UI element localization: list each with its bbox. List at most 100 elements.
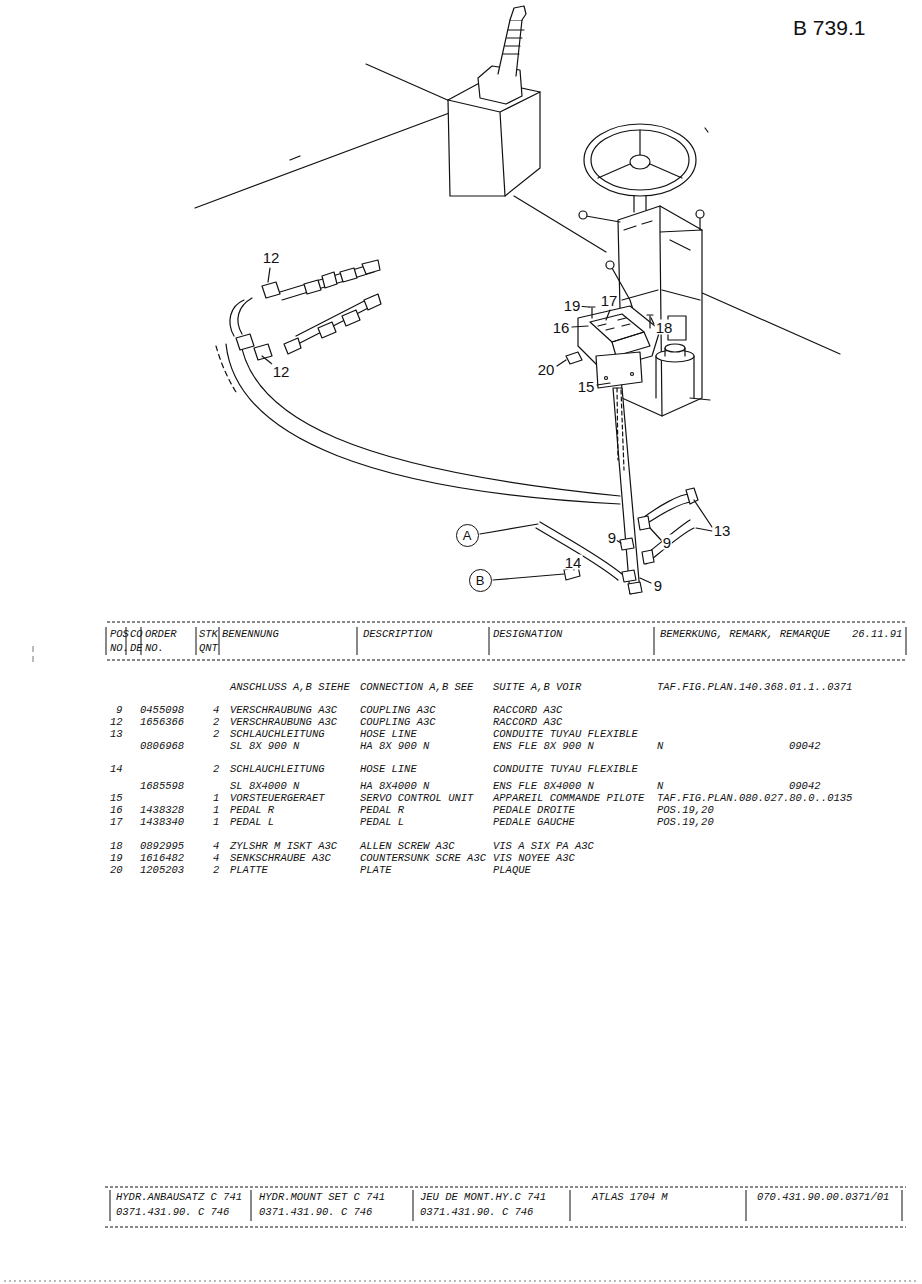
callout-number: 14 xyxy=(564,555,583,570)
table-cell: 0806968 xyxy=(140,741,184,752)
callout-number: 19 xyxy=(563,298,582,313)
table-cell: ZYLSHR M ISKT A3C xyxy=(230,841,337,852)
valve-tube xyxy=(613,388,640,594)
cylinder-rod xyxy=(665,344,685,352)
footer-cell: 0371.431.90. C 746 xyxy=(116,1207,229,1218)
table-cell: VIS A SIX PA A3C xyxy=(493,841,594,852)
page-edge-rule xyxy=(4,1281,918,1282)
table-cell: CONNECTION A,B SEE xyxy=(360,682,473,693)
footer-cell: HYDR.MOUNT SET C 741 xyxy=(259,1192,385,1203)
page-number: B 739.1 xyxy=(793,17,865,38)
table-cell: 4 xyxy=(213,853,219,864)
fitting xyxy=(322,272,337,288)
fitting xyxy=(622,570,636,582)
footer-rule xyxy=(105,1227,906,1228)
fitting xyxy=(304,280,321,294)
servo-control-unit xyxy=(596,352,642,388)
fitting xyxy=(620,538,634,550)
callout-number: 16 xyxy=(552,320,571,335)
table-cell: VERSCHRAUBUNG A3C xyxy=(230,705,337,716)
wheel-spokes xyxy=(598,130,682,178)
table-header: DESCRIPTION xyxy=(363,629,432,640)
table-cell: 2 xyxy=(213,717,219,728)
frame-line xyxy=(700,292,840,354)
table-cell: RACCORD A3C xyxy=(493,717,562,728)
fitting xyxy=(638,516,650,530)
table-cell: CONDUITE TUYAU FLEXIBLE xyxy=(493,729,638,740)
table-cell: HA 8X 900 N xyxy=(360,741,429,752)
frame-line xyxy=(690,398,710,400)
leader-line xyxy=(268,268,270,282)
table-cell: PEDAL R xyxy=(360,805,404,816)
table-cell: PEDAL R xyxy=(230,805,274,816)
table-cell: 09042 xyxy=(789,741,821,752)
table-cell: SERVO CONTROL UNIT xyxy=(360,793,473,804)
table-header: CO xyxy=(130,629,143,640)
screw xyxy=(589,307,595,318)
console-edge xyxy=(448,92,540,196)
connection-letter: B xyxy=(476,574,485,587)
frame-line xyxy=(705,128,708,132)
table-cell: VIS NOYEE A3C xyxy=(493,853,575,864)
table-cell: RACCORD A3C xyxy=(493,705,562,716)
margin-mark xyxy=(33,646,34,662)
leader-line xyxy=(606,310,610,320)
table-cell: 13 xyxy=(110,729,123,740)
body-edge xyxy=(290,156,300,160)
hose xyxy=(536,528,618,580)
table-cell: PLATTE xyxy=(230,865,268,876)
table-cell: ENS FLE 8X4000 N xyxy=(493,781,594,792)
footer-cell: 070.431.90.00.0371/01 xyxy=(757,1192,889,1203)
plate xyxy=(566,352,582,364)
table-cell: 1685598 xyxy=(140,781,184,792)
wheel-hub xyxy=(630,155,650,169)
hidden-line xyxy=(617,388,624,470)
footer-rule xyxy=(105,1187,906,1188)
hose-line xyxy=(296,296,376,344)
fitting xyxy=(236,334,254,350)
footer-cell: 0371.431.90. C 746 xyxy=(420,1207,533,1218)
cylinder-rod xyxy=(665,348,685,356)
table-cell: N xyxy=(657,741,663,752)
callout-number: 17 xyxy=(600,293,619,308)
table-cell: ALLEN SCREW A3C xyxy=(360,841,455,852)
body-edge xyxy=(366,64,452,102)
lever-knob xyxy=(696,210,704,218)
fitting xyxy=(262,282,280,298)
table-cell: PLATE xyxy=(360,865,392,876)
joystick-grip xyxy=(498,20,522,76)
callout-number: 15 xyxy=(577,379,596,394)
grip-top xyxy=(510,6,526,20)
table-rule xyxy=(107,660,906,661)
table-cell: APPAREIL COMMANDE PILOTE xyxy=(493,793,644,804)
hose xyxy=(540,522,622,574)
table-cell: 09042 xyxy=(789,781,821,792)
screw xyxy=(647,315,653,328)
body-edge xyxy=(195,112,452,208)
hose xyxy=(226,344,620,504)
table-cell: SL 8X4000 N xyxy=(230,781,299,792)
table-header: BENENNUNG xyxy=(222,629,279,640)
table-cell: POS.19,20 xyxy=(657,805,714,816)
table-cell: SL 8X 900 N xyxy=(230,741,299,752)
table-header: STK xyxy=(199,629,218,640)
table-cell: 19 xyxy=(110,853,123,864)
callout-number: 12 xyxy=(272,364,291,379)
connection-circle: B xyxy=(469,569,492,592)
table-cell: PEDALE DROITE xyxy=(493,805,575,816)
fitting xyxy=(362,260,380,274)
table-cell: 0455098 xyxy=(140,705,184,716)
table-cell: HOSE LINE xyxy=(360,729,417,740)
leader-line xyxy=(650,528,661,540)
table-cell: 9 xyxy=(116,705,122,716)
callout-number: 9 xyxy=(653,578,663,593)
callout-number: 12 xyxy=(262,250,281,265)
table-cell: COUPLING A3C xyxy=(360,717,436,728)
table-cell: TAF.FIG.PLAN.140.368.01.1..0371 xyxy=(657,682,852,693)
grip-ribs xyxy=(503,30,524,54)
column-bar xyxy=(106,627,906,655)
fitting xyxy=(686,488,698,504)
connection-line xyxy=(480,524,538,534)
table-header: 26.11.91 xyxy=(852,629,902,640)
